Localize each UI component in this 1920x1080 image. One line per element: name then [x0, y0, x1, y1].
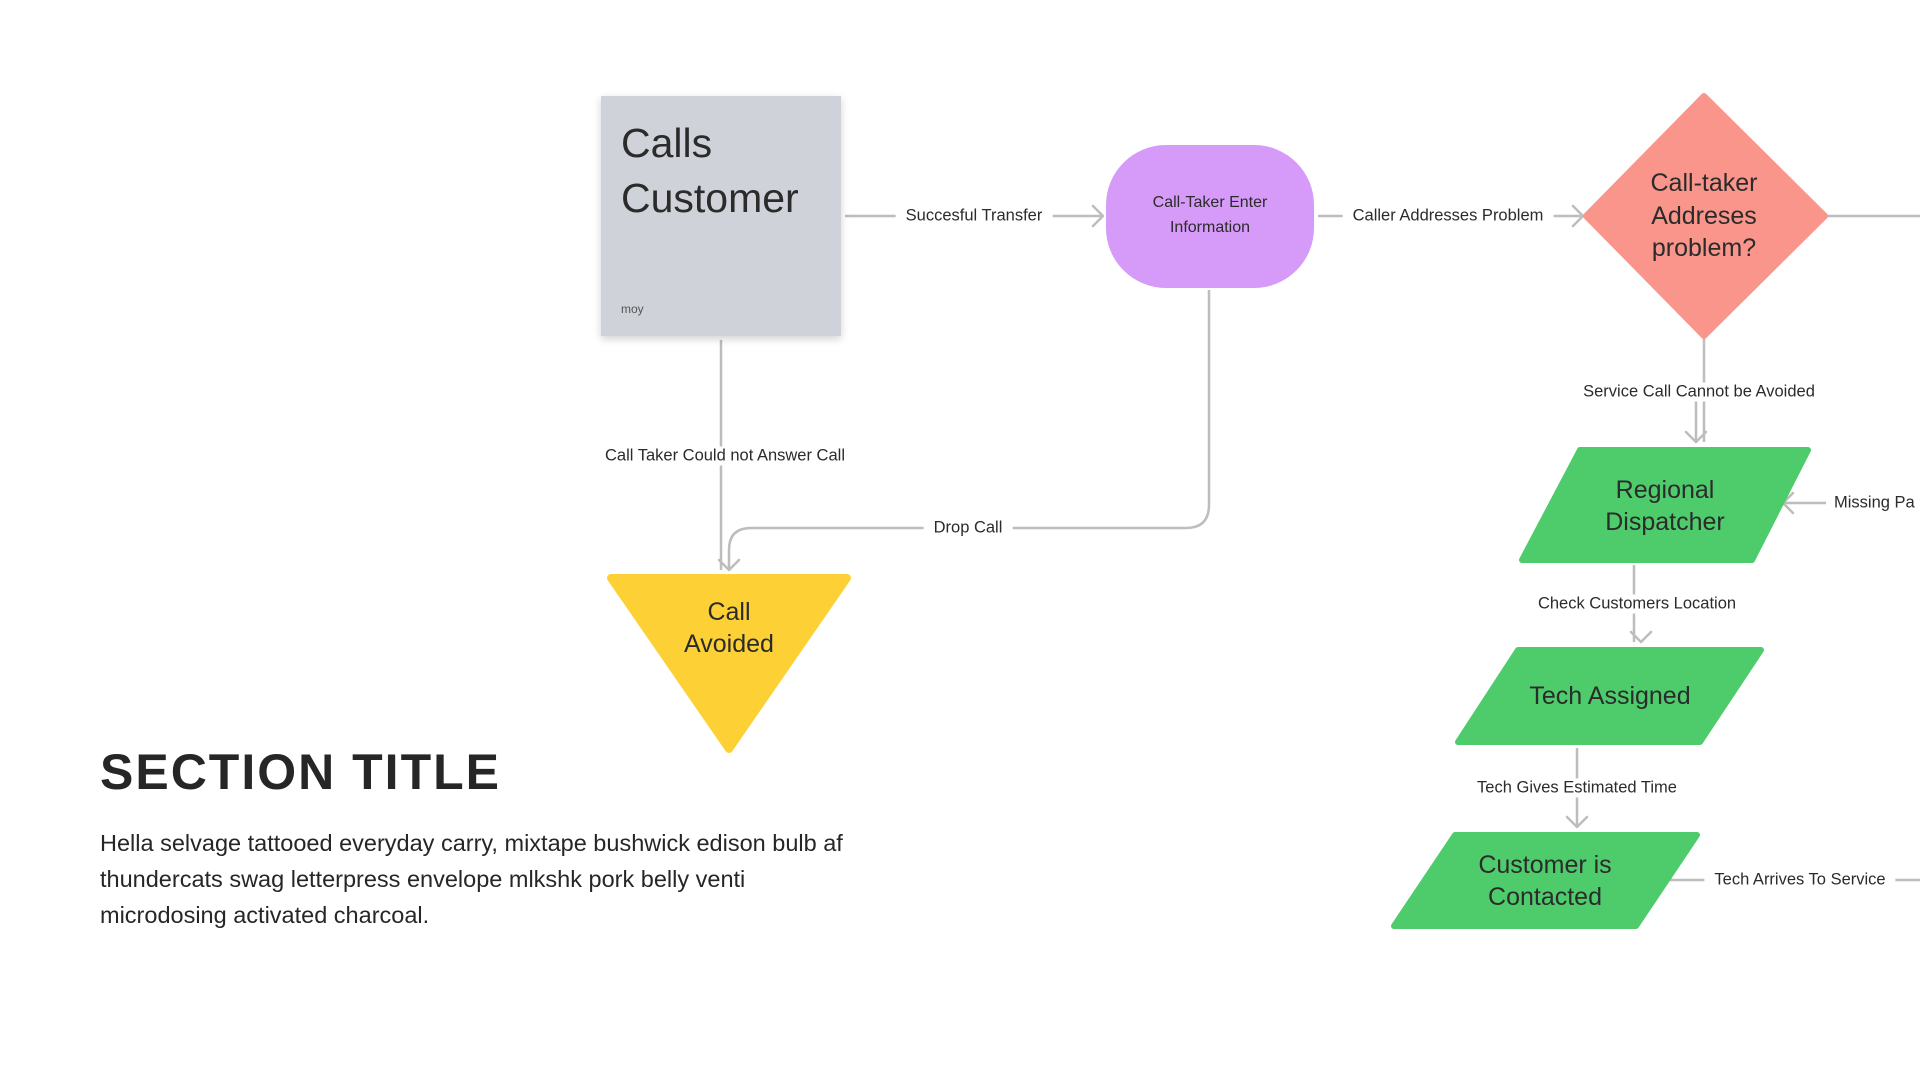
sticky-note-title: Calls Customer [621, 120, 799, 222]
arrowhead-tech-assigned [1629, 630, 1653, 644]
node-decision-label: Call-taker Addreses problem? [1650, 169, 1758, 263]
arrowhead-customer-contacted [1565, 815, 1589, 829]
edge-label-check-location: Check Customers Location [1527, 594, 1747, 614]
node-regional-dispatcher-label: Regional Dispatcher [1605, 475, 1725, 537]
section-body: Hella selvage tattooed everyday carry, m… [100, 830, 843, 928]
edge-label-estimated-time: Tech Gives Estimated Time [1467, 778, 1687, 798]
sticky-note-author: moy [621, 302, 644, 316]
section-title: SECTION TITLE [100, 744, 501, 800]
edge-label-caller-addresses: Caller Addresses Problem [1342, 206, 1554, 226]
node-call-avoided-label: Call Avoided [684, 597, 774, 659]
arrowhead-call-avoided [717, 558, 741, 572]
node-enter-info-label: Call-Taker Enter Information [1152, 194, 1268, 236]
edge-label-cannot-answer: Call Taker Could not Answer Call [595, 446, 855, 466]
node-enter-info-shape[interactable] [1106, 145, 1314, 288]
sticky-note-calls-customer[interactable]: Calls Customer moy [601, 96, 841, 336]
edge-label-cannot-be-avoided: Service Call Cannot be Avoided [1573, 382, 1825, 402]
arrowhead-succesful-transfer [1091, 204, 1105, 228]
node-decision-shape[interactable] [1583, 93, 1828, 339]
node-tech-assigned-shape[interactable] [1455, 647, 1764, 745]
edge-label-drop-call: Drop Call [923, 518, 1013, 538]
edge-label-missing-parts: Missing Pa [1826, 493, 1920, 513]
edge-label-tech-arrives: Tech Arrives To Service [1704, 870, 1896, 890]
edge-label-succesful-transfer: Succesful Transfer [895, 206, 1053, 226]
node-regional-dispatcher-shape[interactable] [1519, 447, 1811, 563]
node-tech-assigned-label: Tech Assigned [1529, 681, 1691, 710]
node-customer-contacted-shape[interactable] [1391, 832, 1700, 929]
node-call-avoided-shape[interactable] [607, 574, 851, 753]
node-customer-contacted-label: Customer is Contacted [1478, 850, 1612, 912]
